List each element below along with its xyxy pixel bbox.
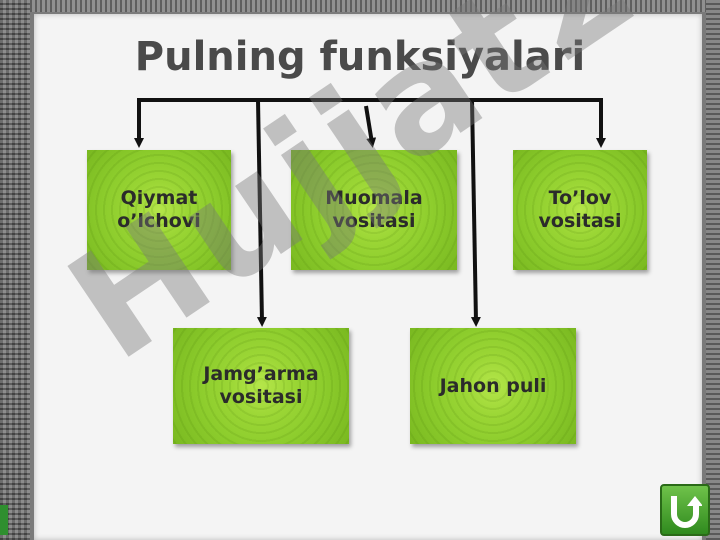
top-frame-strip (0, 0, 720, 12)
box-muomala-line2: vositasi (332, 210, 416, 232)
bottom-left-marker (0, 505, 8, 535)
box-jamgarma-line2: vositasi (219, 386, 303, 408)
u-turn-arrow-icon (671, 496, 702, 528)
box-muomala-line1: Muomala (325, 187, 423, 210)
connector-arrow-muomala (364, 105, 377, 148)
box-jamgarma-line1: Jamg’arma (203, 363, 319, 386)
back-button[interactable] (660, 484, 710, 536)
box-qiymat-line2: o’lchovi (117, 210, 201, 232)
left-frame-strip (0, 0, 30, 540)
box-tolov-line1: To’lov (548, 187, 612, 210)
slide-title: Pulning funksiyalari (134, 34, 586, 80)
connector-arrow-jahon (470, 99, 481, 327)
box-qiymat-line1: Qiymat (120, 187, 198, 210)
box-jahon-line1: Jahon puli (439, 374, 547, 397)
box-jahon-puli: Jahon puli (410, 328, 576, 444)
box-tolov-line2: vositasi (538, 210, 622, 232)
box-tolov-vositasi: To’lov vositasi (513, 150, 647, 270)
right-frame-strip (706, 0, 720, 540)
connector-arrow-jamgarma (256, 99, 267, 327)
